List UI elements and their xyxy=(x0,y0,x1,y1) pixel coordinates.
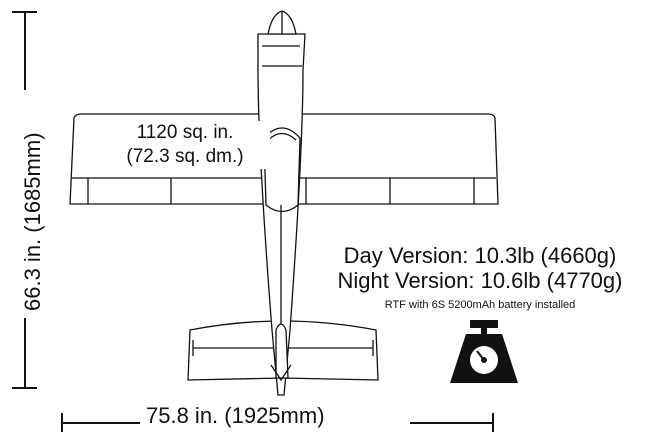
night-version-weight: Night Version: 10.6lb (4770g) xyxy=(337,268,623,293)
weight-info: Day Version: 10.3lb (4660g) Night Versio… xyxy=(300,243,652,314)
scale-icon xyxy=(450,320,518,383)
day-version-weight: Day Version: 10.3lb (4660g) xyxy=(343,243,617,268)
height-dimension-line xyxy=(12,11,37,389)
wingspan-dimension-line xyxy=(61,413,494,432)
wing-area-label: 1120 sq. in. (72.3 sq. dm.) xyxy=(100,121,270,169)
height-dimension-label: 66.3 in. (1685mm) xyxy=(20,132,45,311)
weight-note: RTF with 6S 5200mAh battery installed xyxy=(384,299,576,311)
wing-area-sq-dm: (72.3 sq. dm.) xyxy=(126,146,244,167)
airplane-top-view-icon xyxy=(69,10,499,396)
wingspan-dimension-label: 75.8 in. (1925mm) xyxy=(146,403,325,428)
wing-area-sq-in: 1120 sq. in. xyxy=(136,122,234,143)
